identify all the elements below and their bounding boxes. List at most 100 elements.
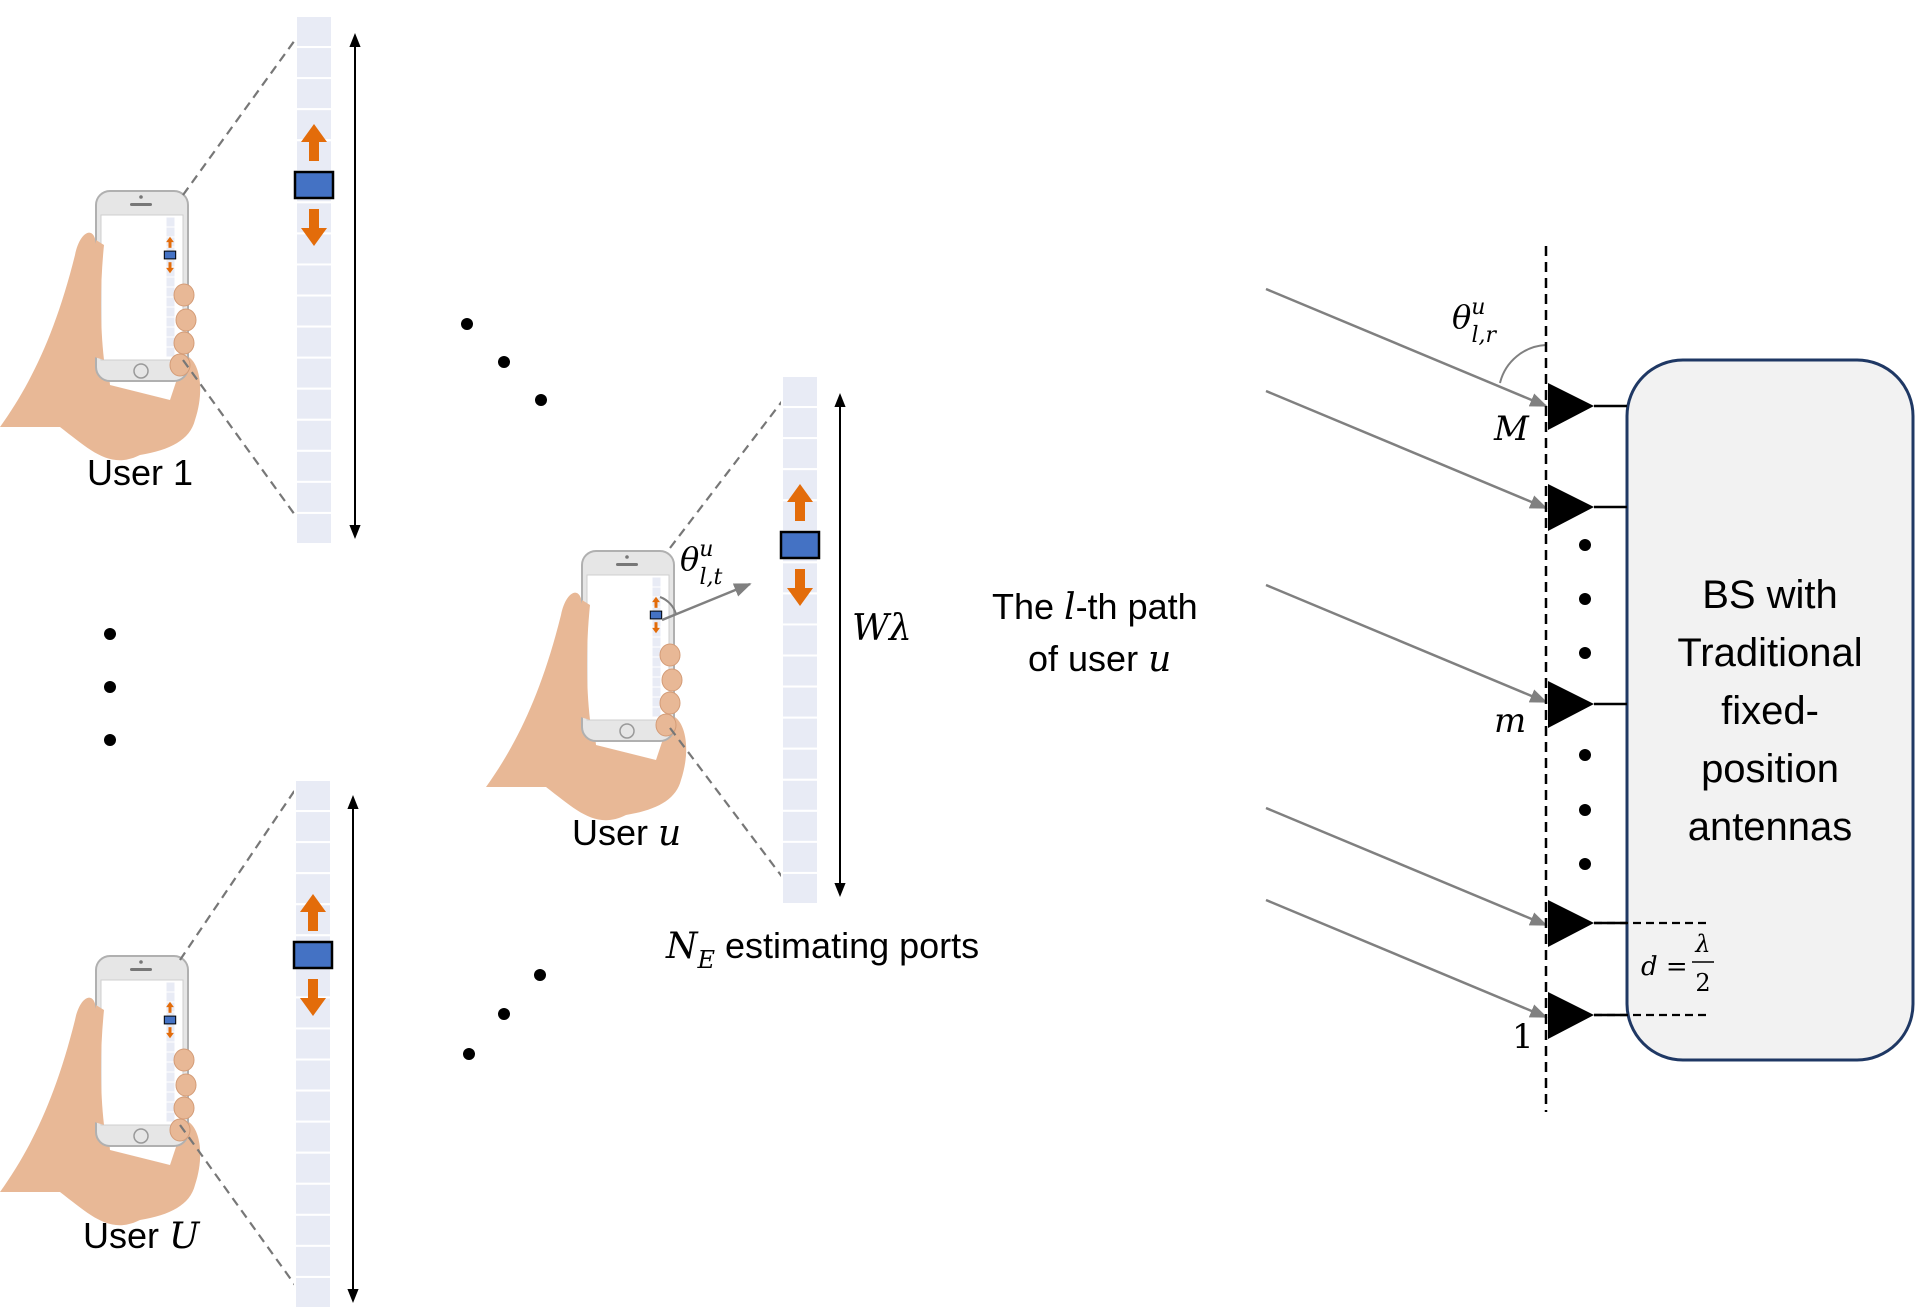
move-up-arrow-shaft (795, 497, 805, 521)
mini-port-cell (165, 346, 176, 358)
path-arrow (1265, 389, 1548, 510)
user-1-label: User 1 (87, 452, 193, 493)
port-cell (781, 654, 819, 688)
port-cell (781, 375, 819, 409)
port-cell (294, 1151, 332, 1185)
path-arrow (1265, 583, 1548, 704)
move-up-arrow-icon (166, 236, 174, 243)
svg-text:2: 2 (1695, 969, 1710, 997)
movable-antenna-icon (292, 940, 334, 970)
port-cell (294, 1182, 332, 1216)
finger (173, 1048, 195, 1072)
mini-movable-antenna (649, 596, 663, 634)
finger (169, 1118, 191, 1142)
user-U-port-array (294, 779, 332, 1309)
port-cell (781, 778, 819, 812)
move-up-arrow-icon (300, 894, 326, 912)
users-ellipsis-vertical (104, 628, 116, 746)
port-cell (294, 1089, 332, 1123)
mini-port-cell (165, 226, 176, 238)
phone-camera (139, 960, 143, 964)
user-1-group: User 1 (0, 15, 361, 545)
mini-port-cell (165, 296, 176, 308)
move-down-arrow-shaft (795, 569, 805, 593)
port-cell (295, 356, 333, 390)
thumb (86, 1005, 104, 1125)
antenna-spacing: d = λ 2 (1594, 921, 1714, 1017)
phone-speaker (130, 968, 152, 971)
port-cell (294, 1027, 332, 1061)
phone-speaker (616, 563, 638, 566)
user-u-label: User u (572, 812, 681, 854)
bs-antennas (1548, 383, 1627, 1039)
users-ellipsis-bottom (463, 969, 546, 1060)
move-down-arrow-shaft (168, 1027, 172, 1035)
bs-box (1625, 358, 1915, 1062)
mini-port-cell (165, 981, 176, 993)
move-up-arrow-icon (166, 1001, 174, 1008)
phone-camera (139, 195, 143, 199)
move-up-arrow-icon (787, 484, 813, 502)
antenna-ellipsis-lower (1579, 749, 1591, 870)
antenna-label-1: 1 (1512, 1017, 1534, 1057)
mini-port-cell (651, 656, 662, 668)
move-down-arrow-shaft (309, 209, 319, 233)
mini-port-cell (651, 706, 662, 718)
transmit-angle-arc (659, 596, 677, 615)
port-cell (781, 716, 819, 750)
user-1-movable-antenna (293, 124, 335, 246)
move-up-arrow-shaft (168, 240, 172, 248)
transmit-ray (661, 582, 752, 622)
port-cell (294, 1213, 332, 1247)
mini-port-cell (165, 1111, 176, 1123)
port-cell (295, 294, 333, 328)
mini-port-cell (165, 1081, 176, 1093)
move-down-arrow-shaft (654, 622, 658, 630)
finger (661, 668, 683, 692)
path-arrow (1265, 806, 1548, 927)
bs-antenna (1548, 484, 1627, 531)
phone-camera (625, 555, 629, 559)
port-cell (781, 871, 819, 905)
port-cell (294, 1058, 332, 1092)
move-up-arrow-shaft (168, 1005, 172, 1013)
mini-port-cell (651, 686, 662, 698)
port-cell (295, 263, 333, 297)
mini-port-cell (651, 636, 662, 648)
home-button (133, 1128, 149, 1144)
thumb (572, 600, 590, 720)
port-cell (781, 809, 819, 843)
port-cell (781, 840, 819, 874)
users-ellipsis-top (461, 318, 547, 406)
movable-antenna-icon (163, 1015, 177, 1025)
port-cell (295, 511, 333, 545)
mini-movable-antenna (163, 236, 177, 274)
finger (173, 331, 195, 355)
svg-text:BS with: BS with (1702, 573, 1838, 617)
finger (173, 1096, 195, 1120)
home-button (619, 723, 635, 739)
move-up-arrow-shaft (654, 600, 658, 608)
mini-port-cell (165, 316, 176, 328)
user-1-phone (0, 190, 201, 461)
movable-antenna-icon (163, 250, 177, 260)
move-down-arrow-icon (166, 1032, 174, 1039)
mini-port-cell (651, 586, 662, 598)
user-1-zoom-line-top (182, 39, 296, 196)
mini-movable-antenna (163, 1001, 177, 1039)
port-cell (781, 747, 819, 781)
move-up-arrow-shaft (308, 907, 318, 931)
port-cell (295, 325, 333, 359)
port-cell (781, 623, 819, 657)
finger (173, 283, 195, 307)
mini-port-cell (165, 306, 176, 318)
user-U-zoom-line-bottom (179, 1124, 296, 1286)
port-cell (294, 1275, 332, 1309)
move-down-arrow-icon (652, 627, 660, 634)
incoming-paths (1265, 287, 1548, 1019)
user-u-phone (486, 550, 687, 821)
path-arrow (1265, 287, 1548, 408)
user-U-zoom-line-top (179, 789, 296, 961)
